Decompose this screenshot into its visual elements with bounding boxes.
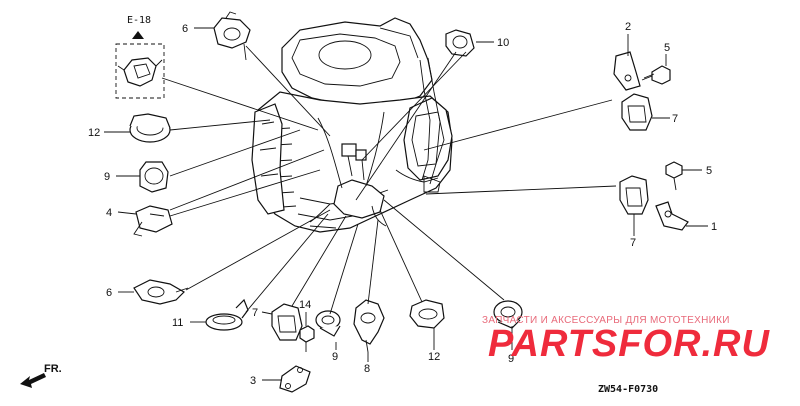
clip-11 xyxy=(205,298,249,331)
screw-14 xyxy=(299,325,315,352)
watermark: ЗАПЧАСТИ И АКСЕССУАРЫ ДЛЯ МОТОТЕХНИКИ PA… xyxy=(482,315,770,365)
callout-7-top: 7 xyxy=(672,113,678,125)
callout-2: 2 xyxy=(625,21,631,33)
watermark-brand: PARTSFOR.RU xyxy=(488,323,770,365)
clip-9-bottom xyxy=(315,310,341,337)
callout-9-left: 9 xyxy=(104,171,110,183)
engine-block xyxy=(251,17,453,233)
callout-10: 10 xyxy=(497,37,509,49)
callout-9-right: 9 xyxy=(508,353,514,365)
callout-6-top: 6 xyxy=(182,23,188,35)
callout-9-bottom: 9 xyxy=(332,351,338,363)
holder-7-mid xyxy=(619,175,649,215)
callout-4: 4 xyxy=(106,207,112,219)
callout-14: 14 xyxy=(299,299,311,311)
callout-3: 3 xyxy=(250,375,256,387)
bracket-2 xyxy=(613,51,641,91)
holder-8 xyxy=(353,299,385,353)
front-direction: FR. xyxy=(20,363,62,388)
diagram-id: ZW54-F0730 xyxy=(598,384,658,395)
clip-12-left xyxy=(129,113,171,143)
callout-12-left: 12 xyxy=(88,127,100,139)
callout-8: 8 xyxy=(364,363,370,375)
callout-7-bottom: 7 xyxy=(252,307,258,319)
clip-9-right xyxy=(493,300,523,329)
reference-code: E-18 xyxy=(127,15,151,26)
cable-tie-4 xyxy=(133,205,173,237)
bracket-3 xyxy=(279,365,311,393)
callout-numbers: 6 10 2 5 12 7 9 5 4 1 7 6 11 7 14 9 8 12… xyxy=(88,21,717,387)
arrow-front-icon xyxy=(20,373,46,388)
holder-7-bottom xyxy=(271,303,303,341)
callout-1: 1 xyxy=(711,221,717,233)
callout-7-mid: 7 xyxy=(630,237,636,249)
clip-9-left xyxy=(139,161,169,193)
callout-12-bottom: 12 xyxy=(428,351,440,363)
arrow-up-icon xyxy=(132,31,144,39)
callout-5-mid: 5 xyxy=(706,165,712,177)
clip-12-bottom xyxy=(409,299,445,329)
clip-6-top xyxy=(213,11,251,61)
callout-5-top: 5 xyxy=(664,42,670,54)
holder-7-top xyxy=(621,93,653,131)
reference-inset: E-18 xyxy=(115,15,165,99)
grommet-10 xyxy=(445,29,475,57)
watermark-tagline: ЗАПЧАСТИ И АКСЕССУАРЫ ДЛЯ МОТОТЕХНИКИ xyxy=(482,315,730,326)
bolt-5-top xyxy=(641,65,671,85)
callout-6-lower: 6 xyxy=(106,287,112,299)
leader-lines xyxy=(104,27,708,381)
callout-11: 11 xyxy=(172,317,183,329)
bracket-1 xyxy=(655,201,689,231)
direction-label: FR. xyxy=(44,363,62,375)
bolt-5-mid xyxy=(665,161,683,191)
clip-6-lower xyxy=(133,279,189,305)
